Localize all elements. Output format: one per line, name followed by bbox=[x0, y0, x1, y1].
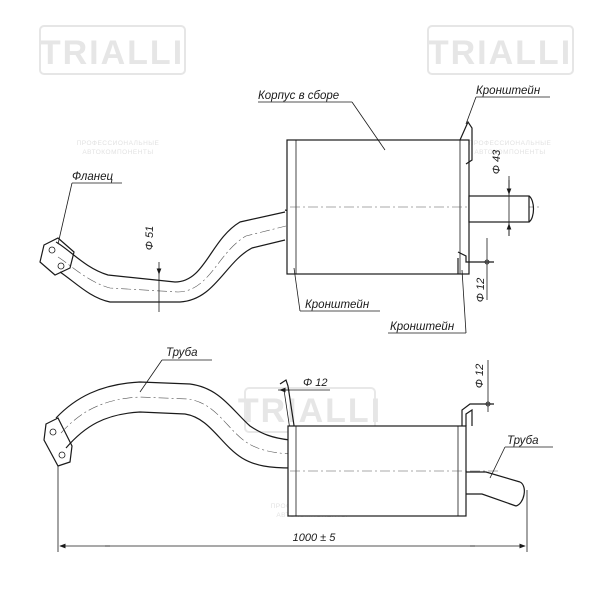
top-view: Φ 51 Φ 43 Φ 12 Корпус в сборе Кронштейн … bbox=[39, 85, 550, 334]
svg-text:АВТОКОМПОНЕНТЫ: АВТОКОМПОНЕНТЫ bbox=[82, 149, 153, 156]
bottom-view: Φ 12 Φ 12 Труба Труба 1000 ± 5 bbox=[43, 347, 553, 552]
watermark-top-right: TRIALLI bbox=[427, 25, 574, 75]
label-housing: Корпус в сборе bbox=[258, 90, 386, 151]
muffler-body-top bbox=[286, 139, 540, 275]
svg-text:TRIALLI: TRIALLI bbox=[40, 34, 184, 72]
svg-text:Корпус в сборе: Корпус в сборе bbox=[258, 90, 339, 102]
flange-bottom bbox=[43, 417, 73, 467]
flange-top bbox=[39, 237, 75, 276]
svg-text:TRIALLI: TRIALLI bbox=[238, 392, 382, 430]
dim-bracket-diameter-left: Φ 12 bbox=[278, 377, 330, 393]
svg-text:Φ 43: Φ 43 bbox=[491, 149, 503, 174]
svg-text:Кронштейн: Кронштейн bbox=[476, 85, 541, 97]
muffler-body-bottom bbox=[287, 425, 500, 517]
svg-text:ПРОФЕССИОНАЛЬНЫЕ: ПРОФЕССИОНАЛЬНЫЕ bbox=[77, 140, 160, 147]
inlet-pipe-top bbox=[55, 211, 287, 303]
label-bracket-top: Кронштейн bbox=[465, 85, 550, 125]
svg-text:ПРОФЕССИОНАЛЬНЫЕ: ПРОФЕССИОНАЛЬНЫЕ bbox=[469, 140, 552, 147]
watermark-top-subtitle: ПРОФЕССИОНАЛЬНЫЕ АВТОКОМПОНЕНТЫ ПРОФЕССИ… bbox=[77, 140, 552, 156]
label-bracket-bottom: Кронштейн bbox=[388, 269, 467, 334]
dim-overall-length: 1000 ± 5 bbox=[57, 466, 528, 552]
dim-pipe-diameter: Φ 51 bbox=[144, 226, 162, 312]
dim-bracket-diameter-top: Φ 12 bbox=[475, 238, 488, 303]
dim-bracket-diameter-right: Φ 12 bbox=[474, 360, 489, 412]
label-pipe-left: Труба bbox=[139, 347, 212, 393]
svg-text:TRIALLI: TRIALLI bbox=[428, 34, 572, 72]
label-flange: Фланец bbox=[57, 171, 122, 245]
outlet-pipe-top bbox=[468, 195, 535, 223]
outlet-pipe-bottom bbox=[466, 471, 525, 507]
svg-text:Кронштейн: Кронштейн bbox=[305, 299, 370, 311]
svg-text:Труба: Труба bbox=[507, 435, 539, 447]
svg-text:Фланец: Фланец bbox=[72, 171, 113, 183]
label-bracket-mid: Кронштейн bbox=[293, 267, 380, 312]
bracket-top-right bbox=[459, 120, 473, 165]
svg-text:1000 ± 5: 1000 ± 5 bbox=[293, 532, 337, 544]
svg-text:Φ 12: Φ 12 bbox=[474, 364, 486, 389]
svg-text:АВТОКОМПОНЕНТЫ: АВТОКОМПОНЕНТЫ bbox=[474, 149, 545, 156]
watermark-top-left: TRIALLI bbox=[39, 25, 186, 75]
svg-text:Φ 12: Φ 12 bbox=[475, 278, 487, 303]
dim-outlet-diameter: Φ 43 bbox=[491, 149, 512, 236]
label-pipe-right: Труба bbox=[489, 435, 553, 479]
bracket-right-bottom bbox=[461, 401, 494, 426]
svg-text:Кронштейн: Кронштейн bbox=[390, 321, 455, 333]
svg-text:Φ 12: Φ 12 bbox=[303, 377, 328, 389]
svg-text:Труба: Труба bbox=[166, 347, 198, 359]
svg-text:Φ 51: Φ 51 bbox=[144, 226, 156, 251]
inlet-pipe-bottom bbox=[55, 381, 293, 469]
